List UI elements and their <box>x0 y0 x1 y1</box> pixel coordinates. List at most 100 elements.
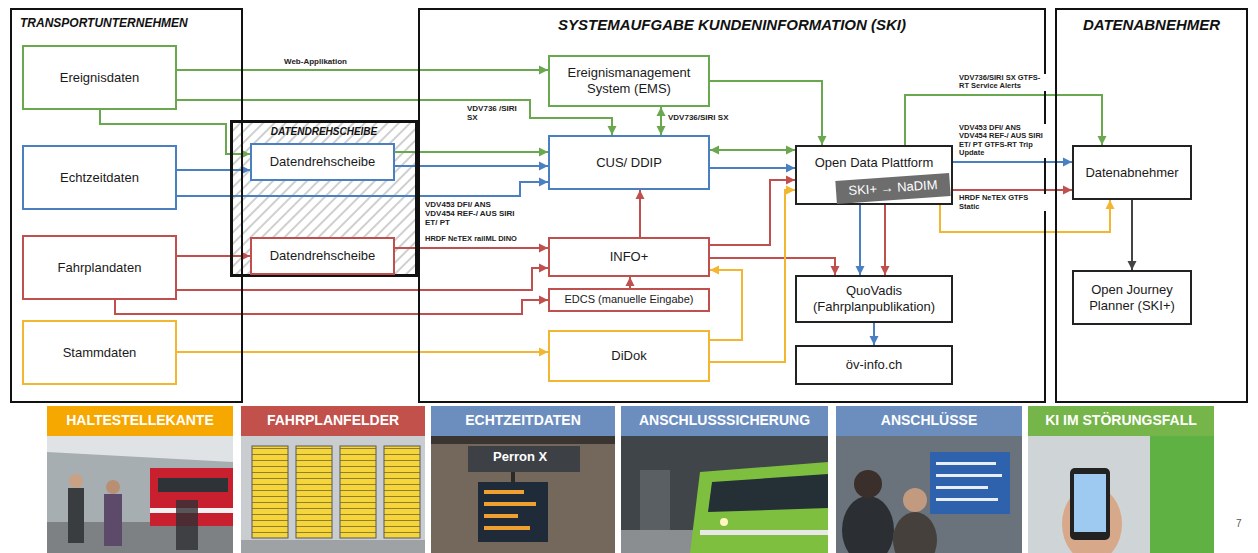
arrow-head <box>881 266 890 275</box>
connector <box>177 66 548 75</box>
edge-label: VDV736/SIRI SX <box>667 113 729 122</box>
person-head <box>69 474 83 488</box>
phone-photo <box>1028 436 1214 553</box>
data-source-box: Echtzeitdaten <box>22 145 177 210</box>
node-label: Open Data Plattform <box>815 155 934 171</box>
tile-header: ECHTZEITDATEN <box>431 406 615 436</box>
person <box>68 488 84 543</box>
train-door <box>1150 436 1214 553</box>
connector <box>710 176 795 246</box>
person <box>104 494 122 546</box>
connector <box>636 190 645 237</box>
connector <box>657 107 666 135</box>
screen-line <box>936 498 998 501</box>
node-label: FAHRPLANFELDER <box>267 413 399 428</box>
connector <box>710 146 795 155</box>
person-head <box>903 488 927 512</box>
roof <box>47 436 233 462</box>
person-head <box>106 480 120 494</box>
arrow-head <box>1128 261 1137 270</box>
connector-line <box>710 258 835 275</box>
node-label: öv-info.ch <box>846 357 902 373</box>
node-label: INFO+ <box>610 249 649 265</box>
train-stripe <box>700 530 828 535</box>
photo-ground <box>431 436 615 553</box>
data-source-box: Ereignisdaten <box>22 45 177 110</box>
arrow-head <box>710 266 719 275</box>
edge-label: VDV736 /SIRI SX <box>466 104 524 122</box>
train-window <box>158 478 228 492</box>
person <box>893 512 937 553</box>
connector-line <box>177 351 548 353</box>
node-label: SKI+ → NaDIM <box>848 178 938 198</box>
connector-line <box>710 180 795 245</box>
connector-line <box>177 255 250 257</box>
arrow-head <box>539 264 548 273</box>
person <box>176 500 198 550</box>
tile-header: KI IM STÖRUNGSFALL <box>1028 406 1214 436</box>
connector-line <box>177 69 548 71</box>
hatched-ground <box>233 123 415 274</box>
node-label: HALTESTELLEKANTE <box>66 413 214 428</box>
data-source-box: Fahrplandaten <box>22 235 177 300</box>
connector <box>710 266 742 341</box>
connector-line <box>884 205 886 275</box>
timetable-photo <box>241 436 425 553</box>
arrow-head <box>870 336 879 345</box>
hub-box: Datendrehscheibe <box>250 143 395 181</box>
edge-label: VDV453 DFI/ ANS VDV454 REF-/ AUS SIRI ET… <box>958 124 1046 159</box>
connector <box>1128 200 1137 270</box>
station-photo <box>47 436 233 553</box>
arrow-head <box>657 107 666 116</box>
arrow-head <box>539 148 548 157</box>
journey-planner-box: Open Journey Planner (SKI+) <box>1072 270 1192 325</box>
arrow-head <box>710 146 719 155</box>
screen-line <box>936 462 996 465</box>
phone-screen <box>1074 474 1106 532</box>
platform-box: Open Data PlattformSKI+ → NaDIM <box>795 145 953 205</box>
region-heading: DATENABNEHMER <box>1057 10 1246 39</box>
display-line <box>484 526 530 530</box>
photo-ground <box>1028 436 1214 553</box>
arrow-head <box>1063 186 1072 195</box>
edge-label: HRDF NeTEX railML DINO <box>424 235 518 244</box>
arrow-head <box>657 126 666 135</box>
node-label: ANSCHLÜSSE <box>881 413 977 428</box>
windshield <box>708 474 828 512</box>
tile-header: ANSCHLUSSSICHERUNG <box>621 406 828 436</box>
person-head <box>854 470 882 498</box>
node-label: QuoVadis (Fahrplanpublikation) <box>801 283 947 314</box>
connector-line <box>710 149 795 151</box>
node-label: Ereignismanagement System (EMS) <box>554 65 704 96</box>
info-display <box>478 482 548 542</box>
consumer-box: Datenabnehmer <box>1072 145 1192 200</box>
connector <box>177 348 548 357</box>
system-box: DiDok <box>548 330 710 382</box>
departure-screen <box>930 452 1010 514</box>
photo-ground <box>621 436 828 553</box>
tile-header: FAHRPLANFELDER <box>241 406 425 436</box>
screen-line <box>936 474 1002 477</box>
edge-label: VDV736/SIRI SX GTFS-RT Service Alerts <box>958 74 1046 91</box>
node-label: Stammdaten <box>63 345 137 361</box>
arrow-head <box>626 277 635 286</box>
page-number: 7 <box>1236 518 1242 529</box>
display-line <box>484 502 536 506</box>
node-label: DiDok <box>611 348 646 364</box>
headlight <box>720 518 728 526</box>
timetable-board <box>384 446 420 538</box>
display-line <box>484 514 518 518</box>
arrow-head <box>539 296 548 305</box>
arrow-head <box>539 244 548 253</box>
connector <box>881 205 890 275</box>
system-box: CUS/ DDIP <box>548 135 710 190</box>
node-label: CUS/ DDIP <box>596 155 662 171</box>
connector-line <box>859 205 861 275</box>
arrow-head <box>1063 158 1072 167</box>
node-label: Ereignisdaten <box>60 70 140 86</box>
arrow-head <box>786 146 795 155</box>
system-box: Ereignismanagement System (EMS) <box>548 55 710 107</box>
hub-box: Datendrehscheibe <box>250 237 395 275</box>
display-line <box>484 490 524 494</box>
system-box: EDCS (manuelle Eingabe) <box>548 288 710 312</box>
